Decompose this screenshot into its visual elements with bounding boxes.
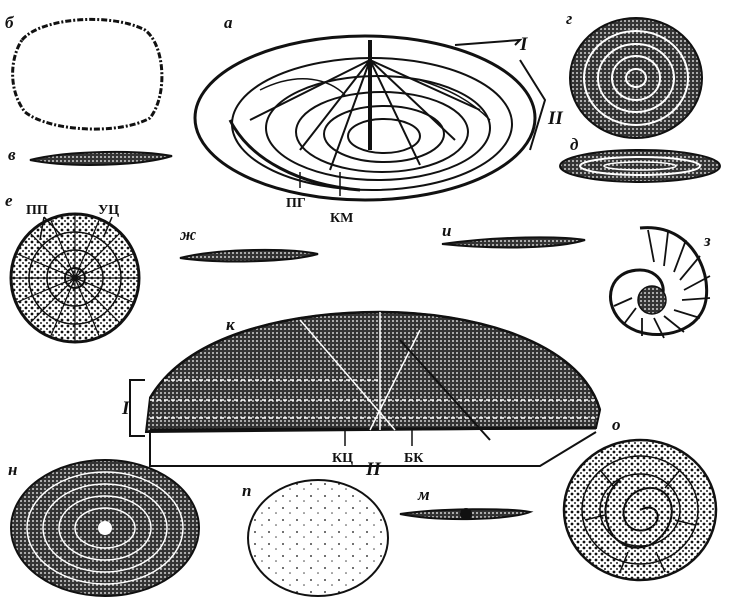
specimen-d	[560, 150, 720, 182]
label-m: м	[417, 485, 430, 504]
specimen-zh	[180, 250, 318, 262]
label-o: о	[612, 415, 621, 434]
callout-uts: УЦ	[98, 203, 119, 218]
specimen-g	[570, 18, 702, 138]
label-g: г	[566, 9, 572, 28]
label-v: в	[8, 145, 16, 164]
roman-I-k: I	[121, 398, 130, 419]
specimen-i	[442, 237, 585, 247]
callout-km: КМ	[330, 211, 353, 226]
specimen-m	[400, 508, 530, 520]
label-n: н	[8, 460, 17, 479]
specimen-n	[11, 460, 199, 596]
label-p: п	[242, 481, 251, 500]
label-z: з	[703, 231, 711, 250]
label-i: и	[442, 221, 451, 240]
specimen-b	[13, 19, 162, 129]
leader-kts-bk	[345, 430, 412, 446]
specimen-p	[248, 480, 388, 596]
specimen-k	[146, 312, 600, 440]
bracket-I-k	[130, 380, 145, 436]
callout-pg: ПГ	[286, 196, 306, 211]
label-b: б	[5, 13, 15, 32]
roman-II-k: II	[365, 459, 381, 480]
label-a: а	[224, 13, 233, 32]
callout-bk: БК	[404, 451, 424, 466]
callout-kts: КЦ	[332, 451, 353, 466]
label-e: е	[5, 191, 13, 210]
bracket-I-a	[455, 40, 520, 45]
specimen-e	[11, 214, 139, 342]
roman-I-a: I	[519, 34, 528, 55]
label-d: д	[570, 135, 579, 154]
specimen-o	[564, 440, 716, 580]
specimen-v	[30, 152, 172, 165]
roman-II-a: II	[547, 108, 563, 129]
label-zh: ж	[179, 225, 196, 244]
specimen-z	[610, 228, 710, 338]
label-k: к	[226, 315, 235, 334]
specimen-a	[195, 36, 535, 200]
callout-pp: ПП	[26, 203, 48, 218]
